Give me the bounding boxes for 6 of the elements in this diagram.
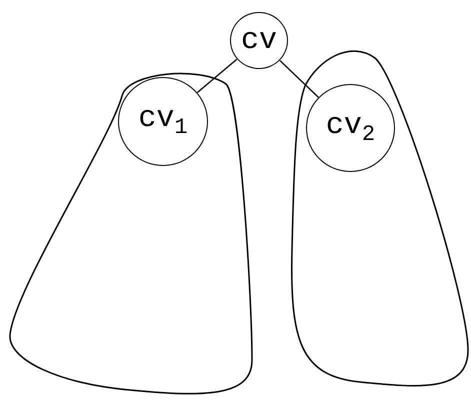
circle-node [230, 12, 288, 69]
connector-line [196, 58, 238, 93]
connector-line [280, 60, 319, 98]
node-label: cv$_{1}$ [138, 104, 188, 139]
node-label: cv$_{2}$ [326, 110, 376, 146]
node-label: cv [240, 26, 277, 56]
